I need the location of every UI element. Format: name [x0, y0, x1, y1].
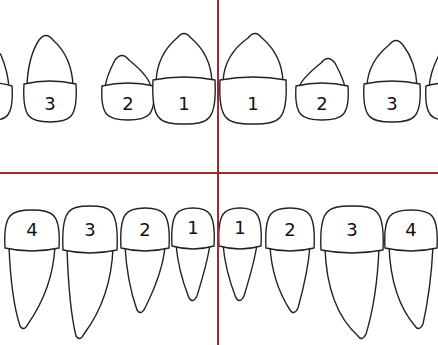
tooth-crown [153, 77, 216, 124]
tooth [219, 208, 262, 301]
tooth [121, 208, 170, 313]
tooth-root [176, 244, 210, 301]
tooth-root [429, 51, 438, 89]
tooth-number: 1 [178, 95, 189, 113]
tooth-crown [24, 81, 77, 122]
tooth-crown [63, 206, 118, 253]
tooth [321, 206, 384, 339]
tooth-number: 2 [284, 221, 295, 239]
tooth-number: 3 [346, 221, 357, 239]
tooth [63, 206, 118, 339]
tooth [385, 210, 438, 329]
tooth-root [270, 246, 310, 313]
tooth-number: 4 [405, 221, 416, 239]
tooth-number: 2 [139, 221, 150, 239]
tooth [296, 59, 349, 121]
midline-divider [217, 0, 219, 345]
tooth-crown [102, 83, 155, 120]
tooth [153, 34, 216, 125]
tooth-number: 4 [26, 221, 37, 239]
tooth-number: 1 [247, 95, 258, 113]
tooth-root [27, 36, 73, 87]
tooth [0, 51, 12, 121]
tooth-crown [364, 81, 421, 122]
tooth-crown [0, 83, 12, 120]
tooth-number: 2 [316, 95, 327, 113]
tooth-number: 1 [234, 219, 245, 237]
tooth-root [389, 246, 433, 329]
tooth [220, 34, 287, 125]
tooth-number: 2 [122, 95, 133, 113]
tooth-root [325, 248, 379, 339]
tooth-crown [220, 77, 287, 124]
tooth-number: 3 [84, 221, 95, 239]
tooth-crown [321, 206, 384, 253]
tooth [5, 210, 60, 329]
tooth [172, 208, 215, 301]
tooth-root [156, 34, 212, 83]
tooth-root [223, 244, 257, 301]
tooth-crown [266, 208, 315, 251]
tooth-root [9, 246, 55, 329]
tooth-root [0, 51, 9, 89]
tooth-crown [172, 208, 215, 249]
tooth-number: 3 [44, 95, 55, 113]
tooth [364, 41, 421, 123]
tooth-root [67, 248, 113, 339]
tooth-number: 1 [187, 219, 198, 237]
tooth-crown [5, 210, 60, 251]
tooth-root [367, 41, 417, 87]
tooth-crown [296, 83, 349, 120]
tooth-number: 3 [386, 95, 397, 113]
tooth [102, 56, 155, 121]
tooth-crown [426, 83, 438, 120]
tooth-crown [121, 208, 170, 251]
tooth-root [125, 246, 165, 313]
tooth [426, 51, 438, 121]
tooth-crown [385, 210, 438, 251]
tooth [266, 208, 315, 313]
tooth-root [223, 34, 283, 83]
tooth-crown [219, 208, 262, 249]
tooth [24, 36, 77, 123]
